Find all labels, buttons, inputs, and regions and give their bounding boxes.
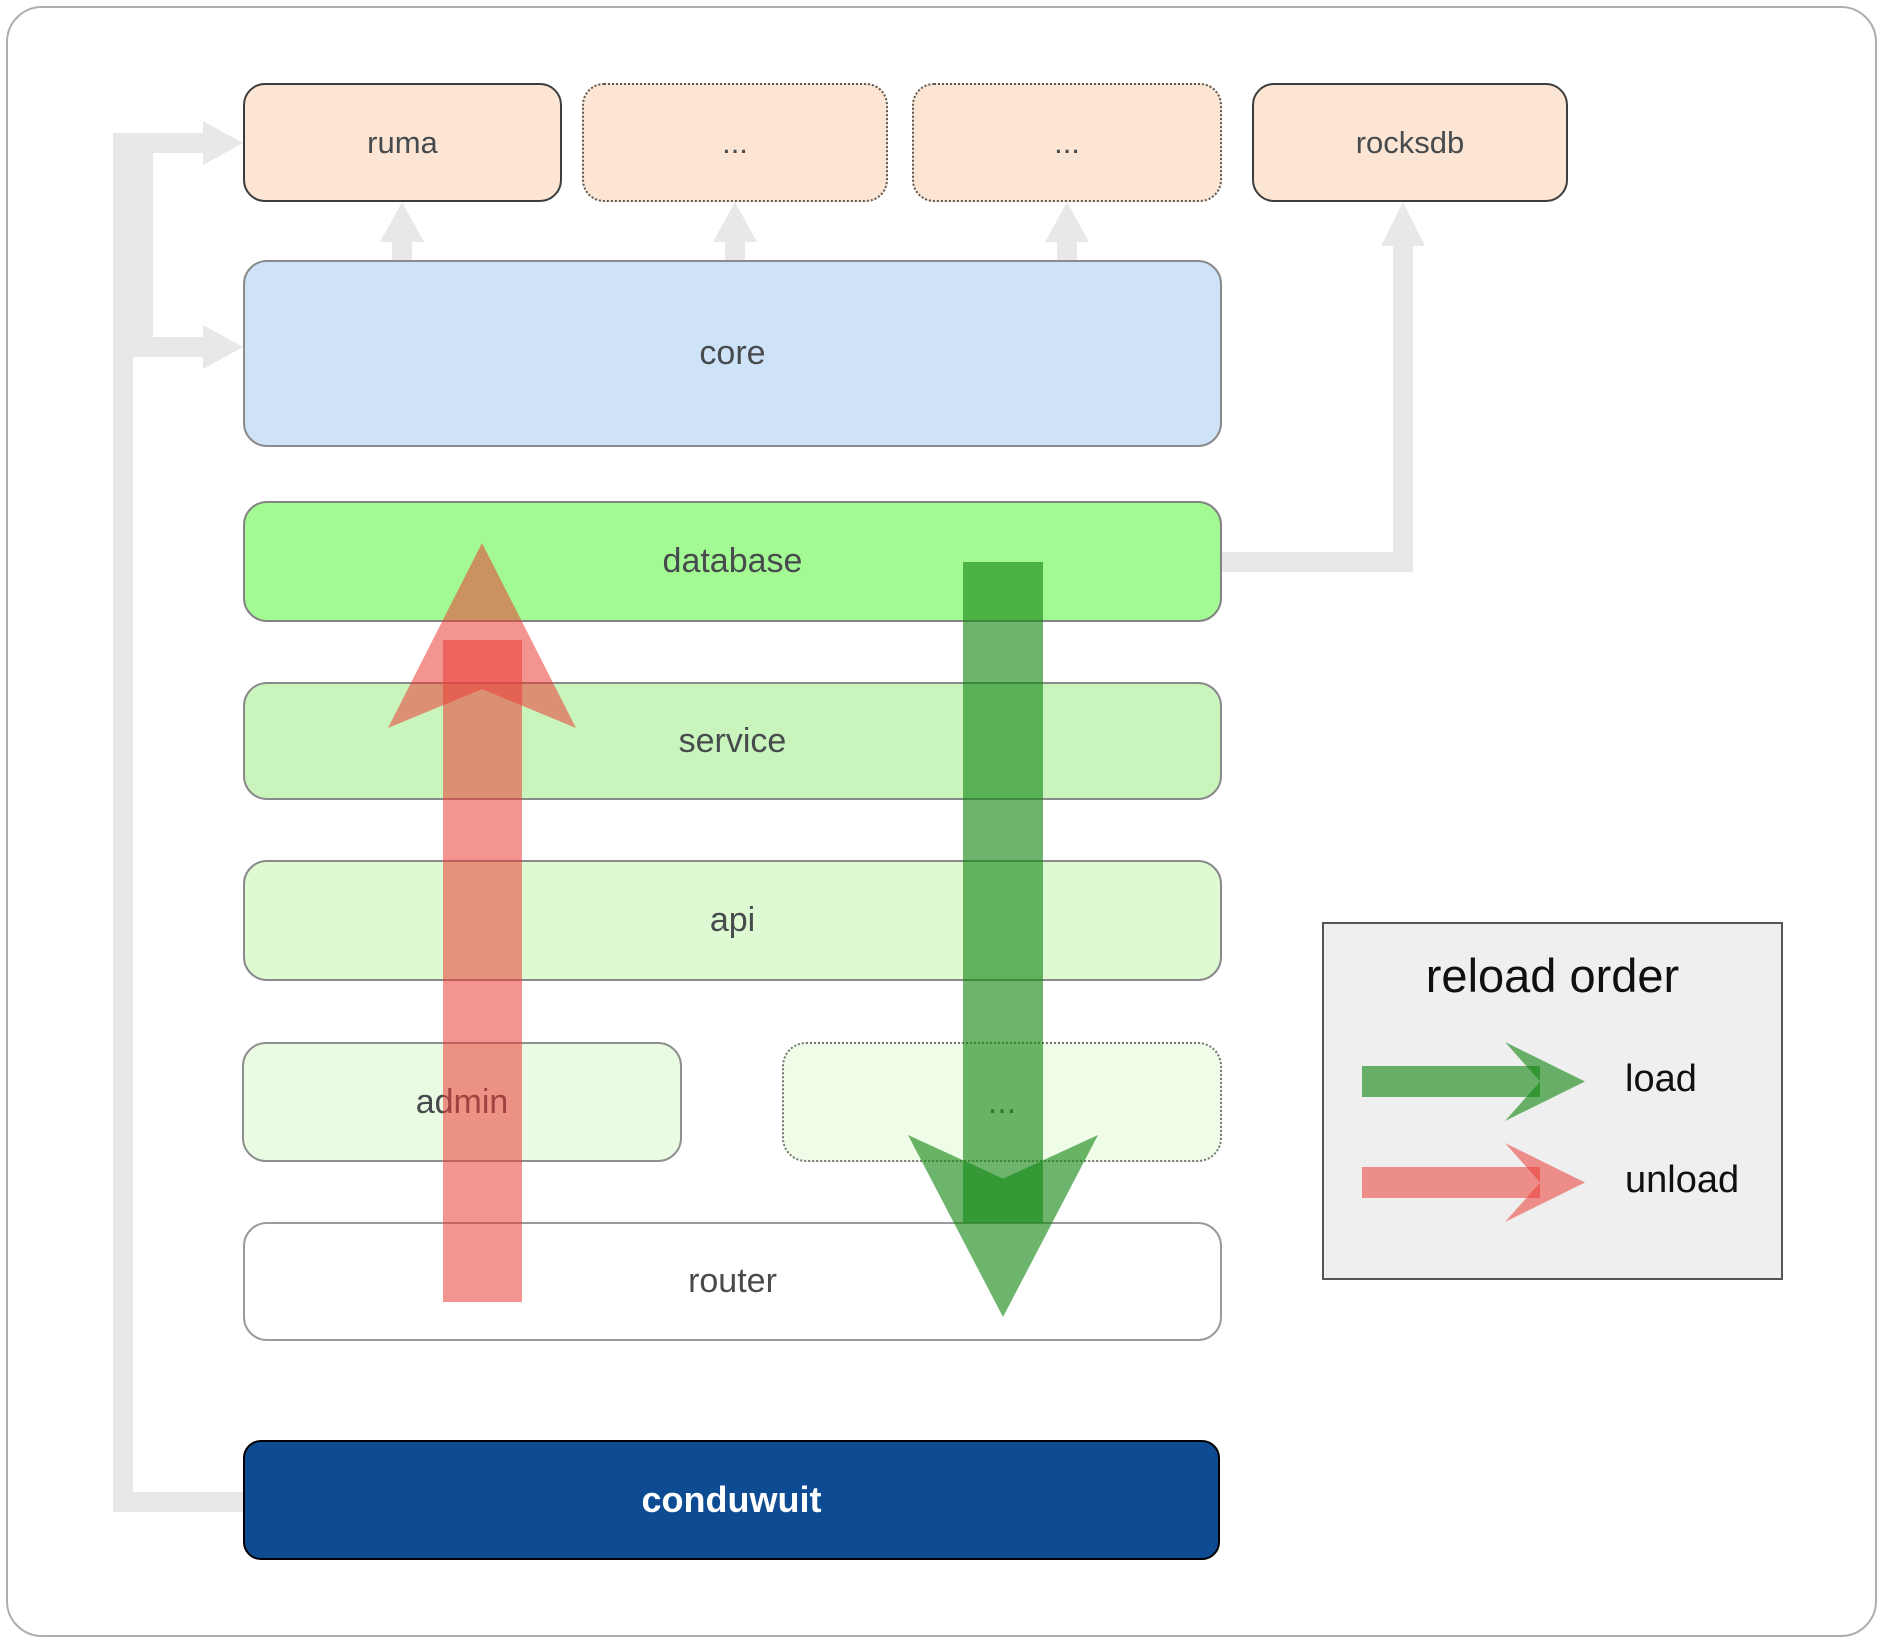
node-ellipsis-2-label: ... (1054, 124, 1080, 160)
node-ellipsis-2: ... (912, 83, 1222, 202)
legend-load-arrow-shaft (1362, 1066, 1540, 1097)
legend-load-label: load (1625, 1058, 1697, 1100)
node-router: router (243, 1222, 1222, 1341)
unload-arrow-shaft (443, 640, 522, 1302)
node-api-label: api (709, 901, 756, 939)
connector-conduwuit-bottom-arm (113, 1492, 244, 1512)
node-service-label: service (678, 721, 787, 760)
node-ruma: ruma (243, 83, 562, 202)
node-rocksdb-label: rocksdb (1355, 124, 1465, 160)
node-conduwuit: conduwuit (243, 1440, 1220, 1560)
node-core: core (243, 260, 1222, 447)
legend-box (1322, 922, 1783, 1280)
node-router-label: router (688, 1262, 777, 1300)
connector-database-horizontal (1222, 552, 1413, 572)
connector-ruma-arm (113, 133, 205, 153)
node-api: api (243, 860, 1222, 981)
diagram-outer-frame (6, 6, 1877, 1637)
node-core-label: core (699, 334, 766, 372)
node-service: service (243, 682, 1222, 800)
node-ellipsis-1-label: ... (722, 124, 748, 160)
connector-left-vertical (113, 133, 133, 1512)
connector-core-to-ellipsis-2 (1057, 240, 1077, 261)
node-rocksdb: rocksdb (1252, 83, 1568, 202)
legend-unload-label: unload (1625, 1159, 1740, 1201)
connector-core-to-ruma (392, 240, 412, 261)
connector-inner-vertical (133, 153, 153, 357)
legend-unload-arrow-shaft (1362, 1167, 1540, 1198)
node-database-label: database (662, 542, 803, 580)
legend-title: reload order (1425, 949, 1680, 1002)
connector-core-to-ellipsis-1 (725, 240, 745, 261)
node-database: database (243, 501, 1222, 622)
connector-rocksdb-vertical (1393, 245, 1413, 572)
connector-core-arm (133, 337, 205, 357)
node-ellipsis-1: ... (582, 83, 888, 202)
load-arrow-shaft (963, 562, 1043, 1223)
node-ruma-label: ruma (367, 124, 438, 160)
node-conduwuit-label: conduwuit (641, 1479, 822, 1520)
